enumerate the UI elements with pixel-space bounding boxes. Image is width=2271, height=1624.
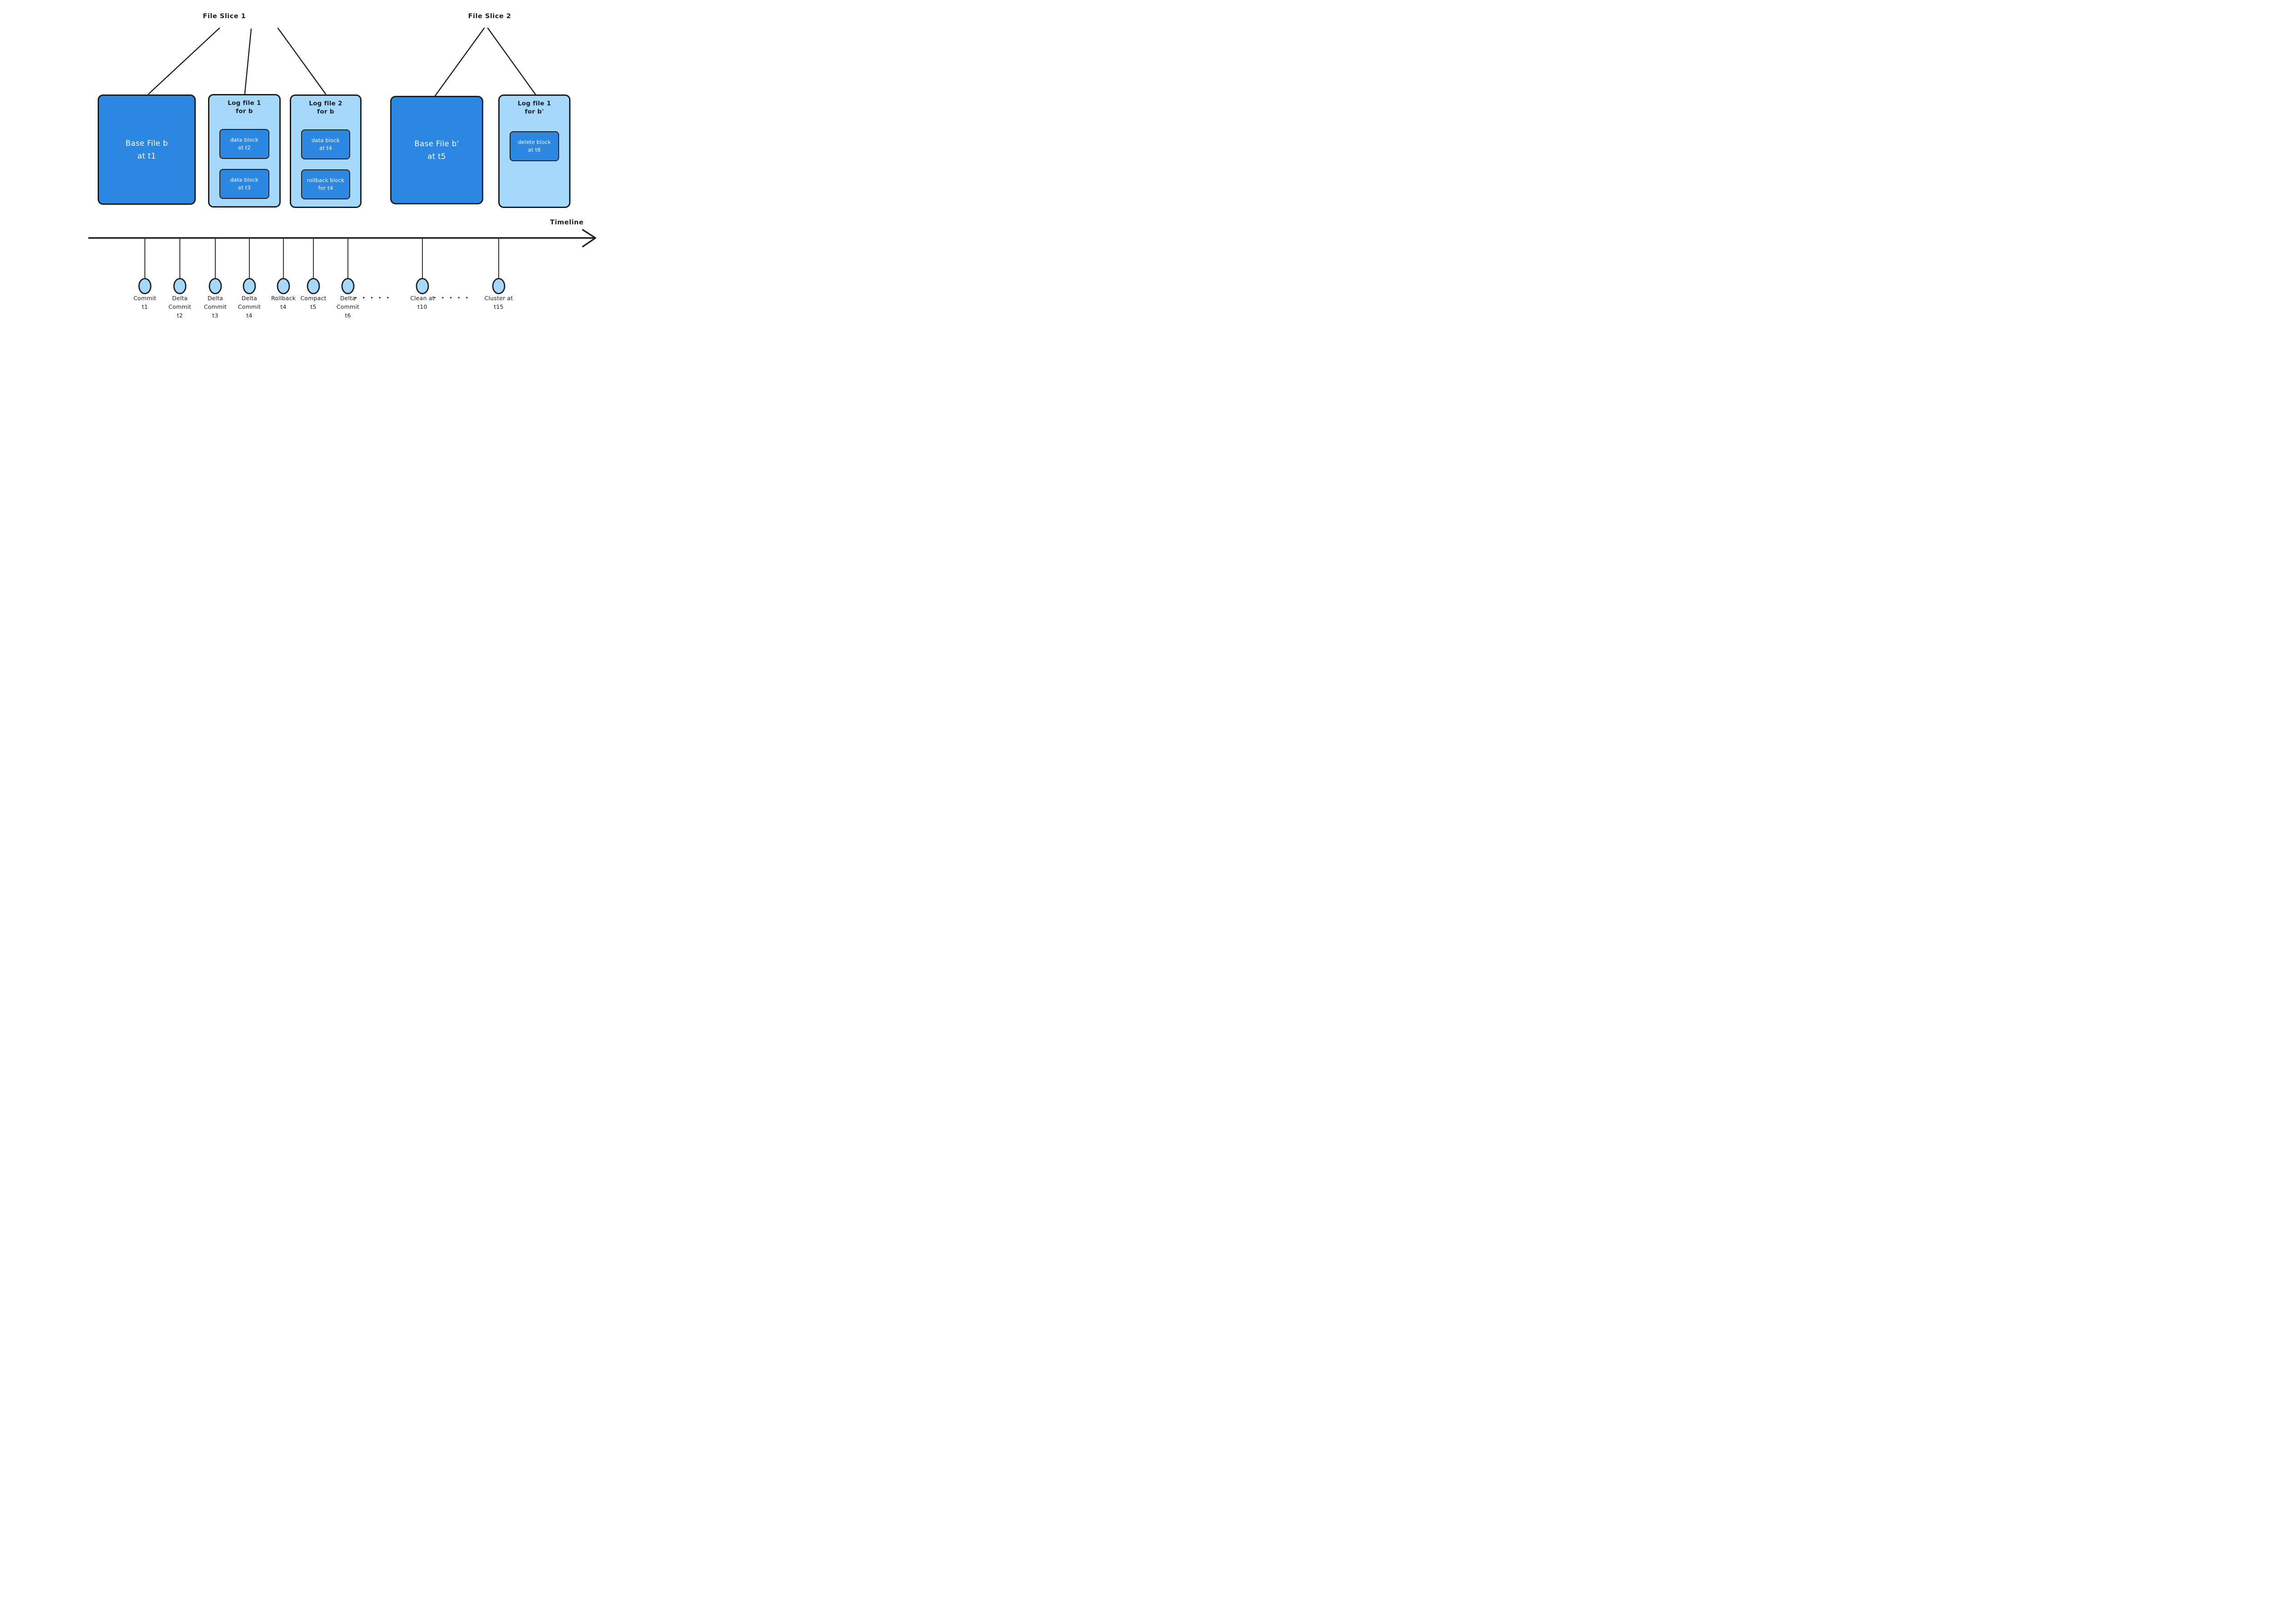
event-circle-rollback-t4 (277, 278, 290, 294)
rollback-block-t4: rollback block for t4 (301, 169, 350, 199)
base-file-b-box: Base File b at t1 (98, 94, 196, 205)
diagram-lines-layer (88, 27, 596, 294)
base-file-b-prime-title-line2: at t5 (427, 152, 446, 161)
base-file-b-title-line1: Base File b (125, 139, 168, 148)
timeline-arrowhead (582, 229, 596, 248)
event-circle-cluster-t15 (492, 278, 506, 294)
log-file-1-for-b-title-line1: Log file 1 (228, 99, 261, 107)
timeline-ellipsis-2: · · · · · (433, 293, 470, 302)
event-circle-delta-commit-t3 (208, 278, 222, 294)
delete-block-t6-line1: delete block (518, 139, 551, 146)
connector-slice2-base-b2 (434, 27, 485, 97)
data-block-t3-line2: at t3 (238, 184, 251, 191)
data-block-t3-line1: data block (230, 177, 259, 183)
event-stems (144, 239, 499, 279)
delete-block-t6-line2: at t6 (528, 147, 541, 153)
data-block-t4-line1: data block (311, 137, 340, 144)
log-file-1-for-b-title: Log file 1 for b (209, 95, 279, 115)
log-file-2-for-b-box: Log file 2 for b data block at t4 rollba… (290, 94, 362, 208)
log-file-1-for-b-prime-box: Log file 1 for b' delete block at t6 (498, 94, 570, 208)
base-file-b-prime-title-line1: Base File b' (414, 139, 459, 149)
log-file-2-for-b-title-line1: Log file 2 (309, 100, 342, 107)
log-file-1-for-b-title-line2: for b (236, 107, 253, 115)
data-block-t3: data block at t3 (219, 169, 269, 199)
event-circle-delta-commit-t4 (243, 278, 256, 294)
connector-slice1-base-b (148, 27, 220, 95)
connector-slice2-log1-b2 (487, 27, 536, 95)
data-block-t2-line2: at t2 (238, 144, 251, 151)
file-slice-timeline-diagram: File Slice 1 File Slice 2 Base File b at… (0, 0, 658, 325)
event-circle-delta-commit-t6 (341, 278, 355, 294)
data-block-t4: data block at t4 (301, 129, 350, 159)
log-file-1-for-b-prime-title-line1: Log file 1 (517, 100, 551, 107)
log-file-2-for-b-title: Log file 2 for b (291, 96, 360, 116)
connector-slice1-log2-b (277, 27, 327, 95)
event-circle-compact-t5 (307, 278, 320, 294)
file-slice-1-label: File Slice 1 (203, 13, 246, 20)
rollback-block-t4-line1: rollback block (307, 177, 345, 184)
event-circles (138, 278, 506, 294)
timeline-ellipsis-1: · · · · · (354, 293, 391, 302)
file-slice-2-label: File Slice 2 (468, 13, 511, 20)
delete-block-t6: delete block at t6 (510, 131, 559, 161)
timeline-label: Timeline (550, 219, 584, 226)
base-file-b-title-line2: at t1 (137, 151, 156, 160)
data-block-t2-line1: data block (230, 137, 259, 144)
event-circle-commit-t1 (138, 278, 152, 294)
connector-slice1-log1-b (244, 28, 252, 94)
log-file-1-for-b-prime-title: Log file 1 for b' (500, 96, 569, 116)
data-block-t4-line2: at t4 (319, 145, 332, 151)
data-block-t2: data block at t2 (219, 129, 269, 159)
event-circle-delta-commit-t2 (173, 278, 187, 294)
base-file-b-prime-box: Base File b' at t5 (390, 96, 483, 204)
log-file-1-for-b-prime-title-line2: for b' (525, 108, 544, 115)
rollback-block-t4-line2: for t4 (318, 185, 333, 191)
log-file-2-for-b-title-line2: for b (317, 108, 334, 115)
event-circle-clean-t10 (416, 278, 429, 294)
log-file-1-for-b-box: Log file 1 for b data block at t2 data b… (208, 94, 281, 208)
